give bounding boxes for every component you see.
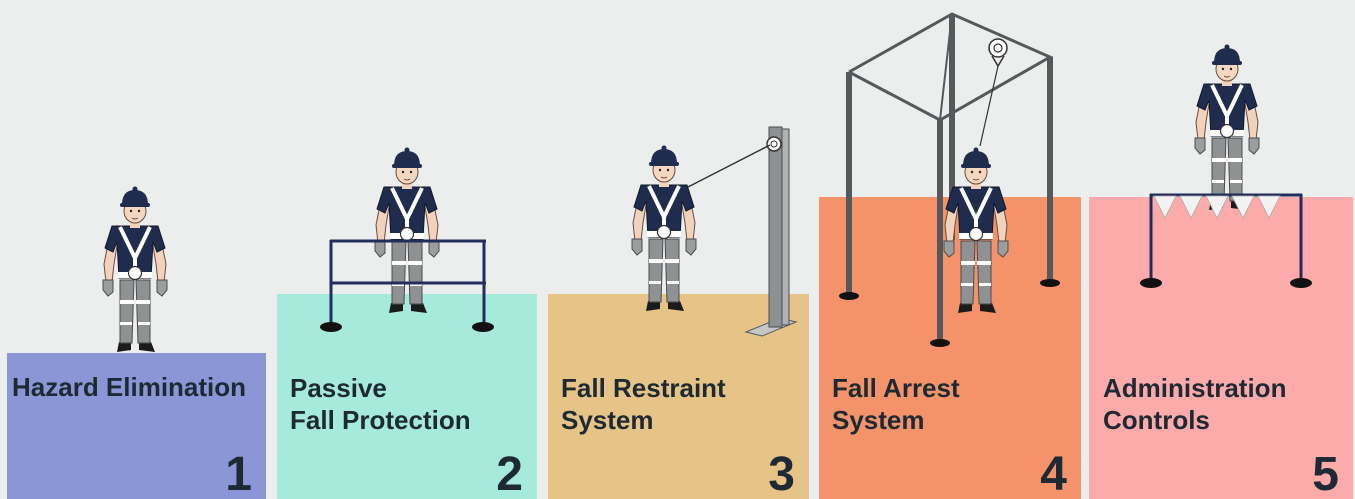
step-title-passive-fall-protection: Passive Fall Protection (290, 373, 471, 435)
step-title-hazard-elimination: Hazard Elimination (12, 372, 247, 402)
anchor-post (744, 126, 798, 337)
step-title-fall-restraint-system: Fall Restraint System (561, 373, 726, 435)
step-block-5: Administration Controls 5 (1089, 197, 1353, 499)
step-number-5: 5 (1312, 448, 1339, 499)
step-number-2: 2 (496, 448, 523, 499)
fall-arrest-frame (839, 12, 1060, 347)
step-number-4: 4 (1040, 448, 1067, 499)
lanyard (687, 144, 771, 188)
step-title-administration-controls: Administration Controls (1103, 373, 1287, 435)
guardrail (320, 145, 494, 332)
worker-figure-2 (373, 145, 441, 315)
step-number-3: 3 (768, 448, 795, 499)
step-number-1: 1 (225, 448, 252, 499)
step-block-1: Hazard Elimination 1 (7, 353, 266, 499)
worker-figure-5 (1193, 42, 1261, 212)
warning-line-barrier (1140, 193, 1312, 288)
step-title-fall-arrest-system: Fall Arrest System (832, 373, 960, 435)
worker-figure-1 (101, 184, 169, 354)
worker-figure-3 (630, 143, 698, 313)
